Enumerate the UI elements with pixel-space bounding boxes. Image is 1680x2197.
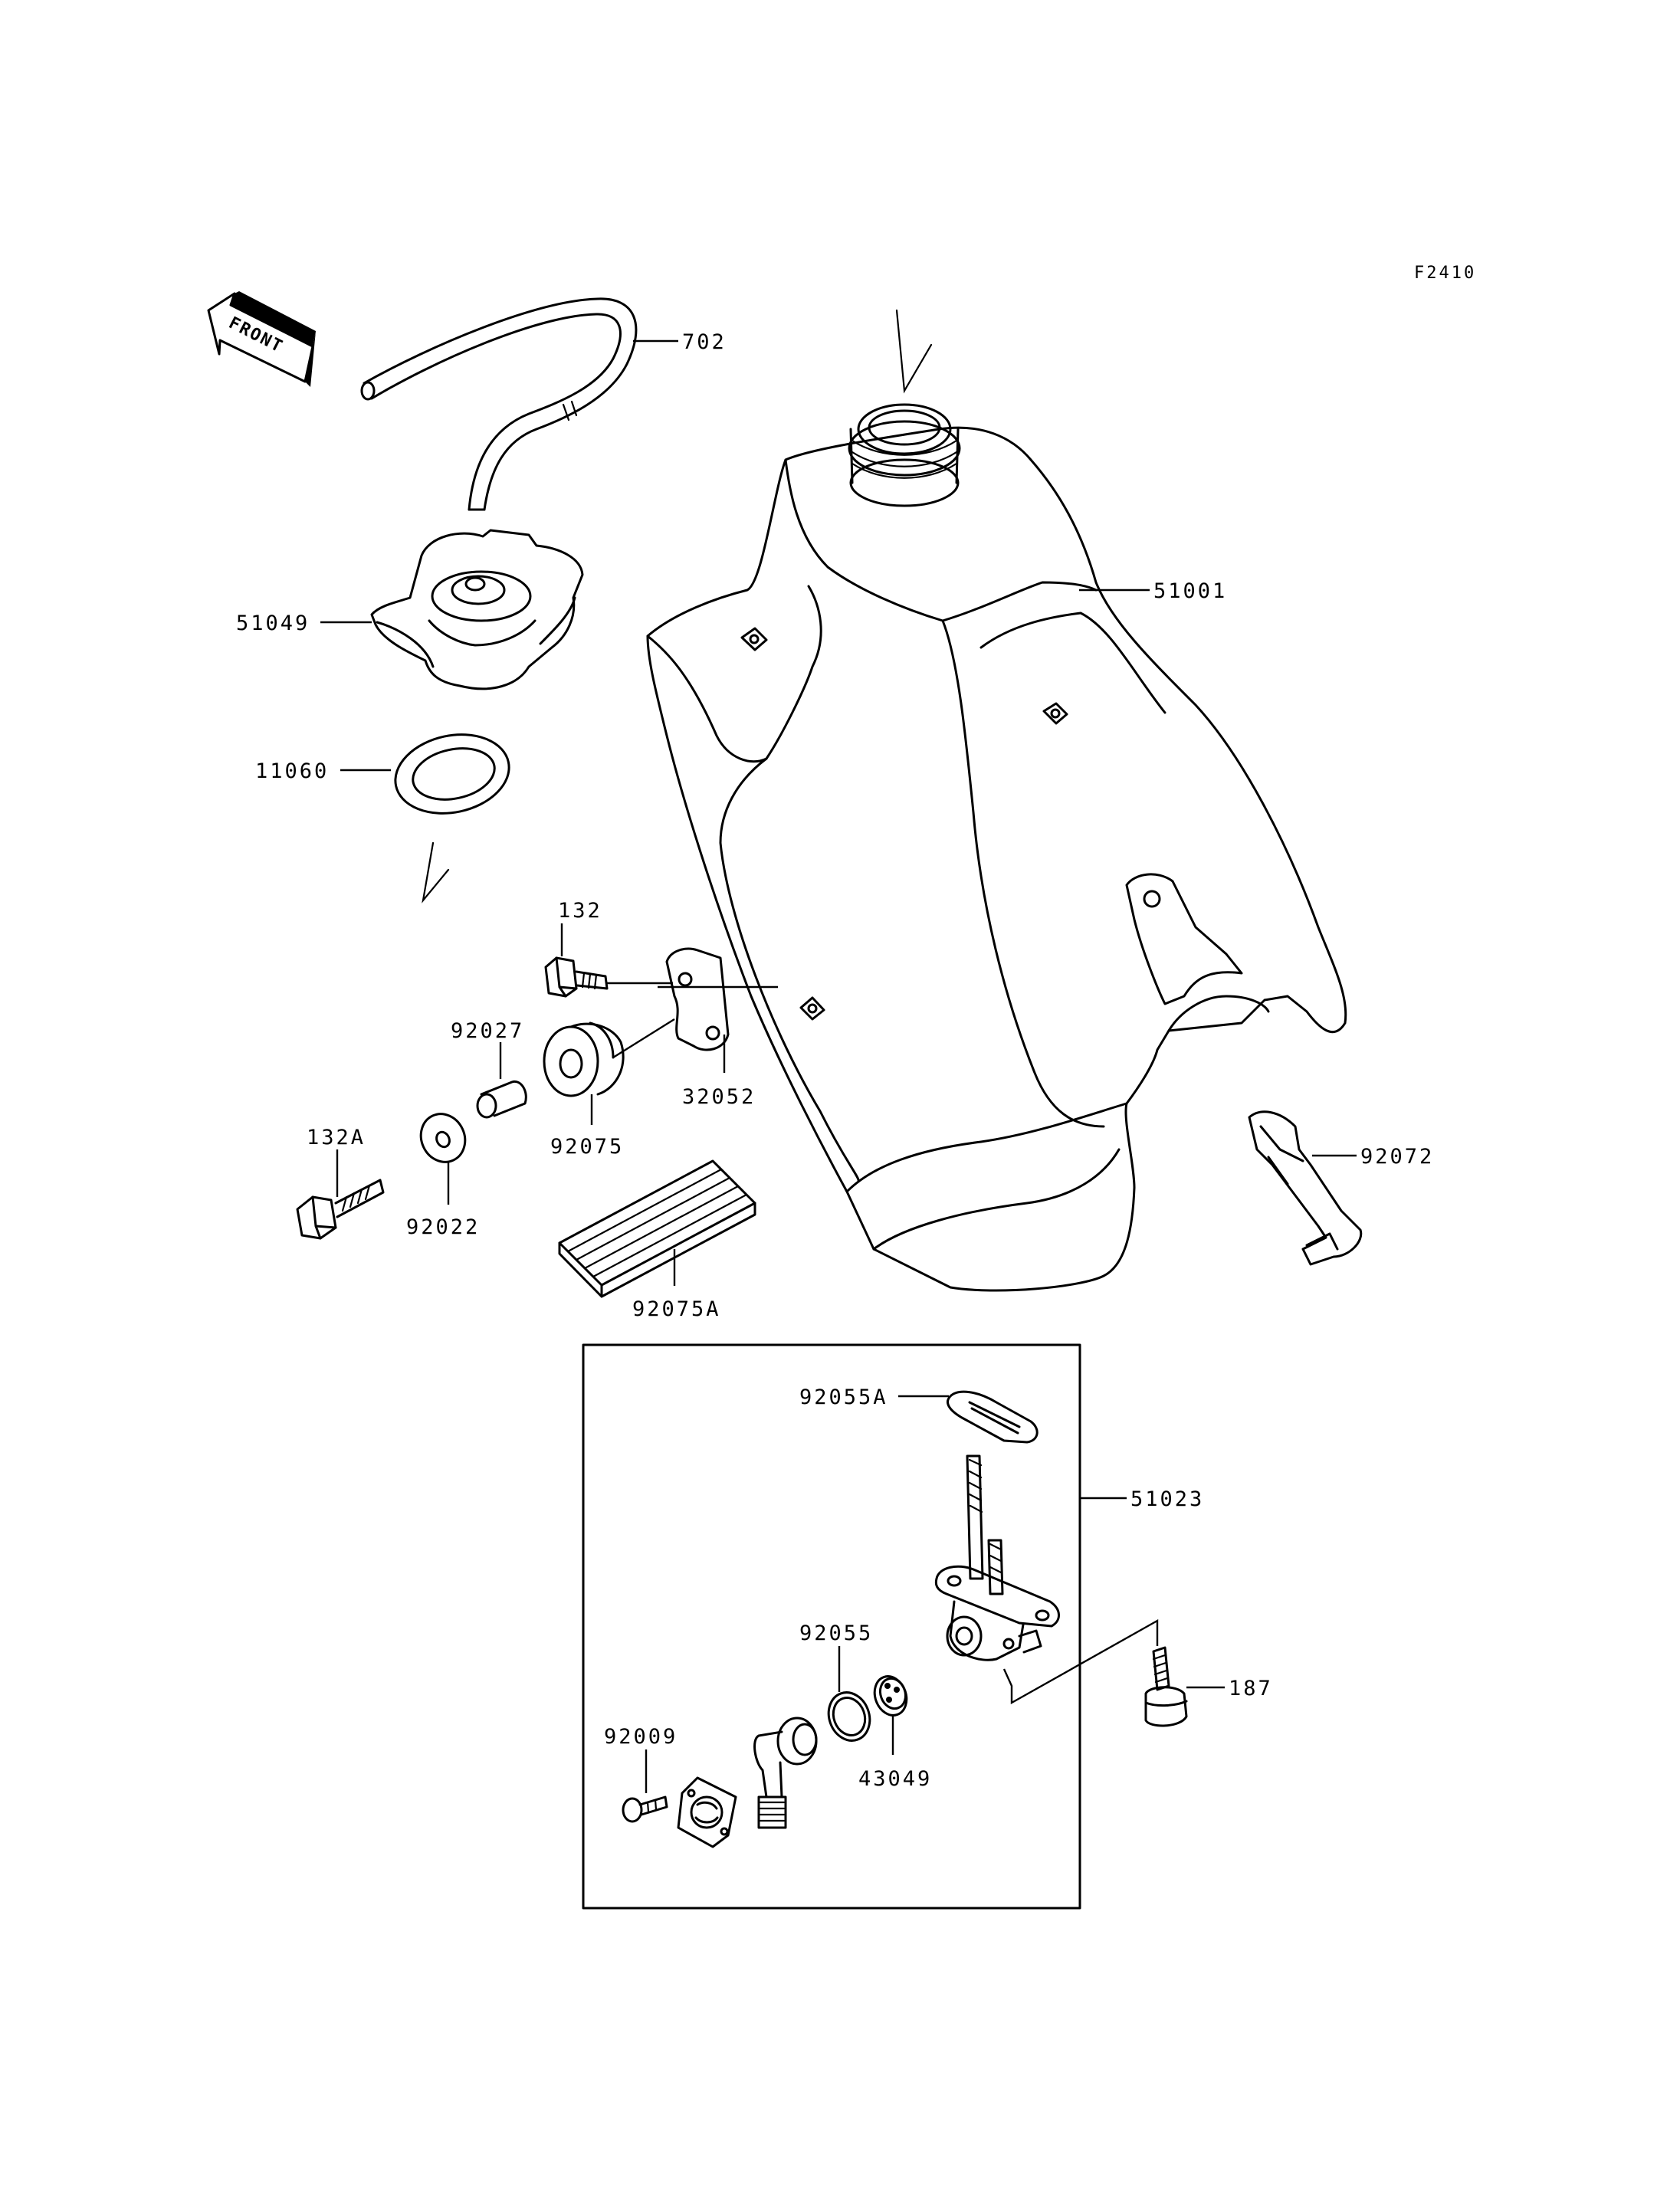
fuel-cock-body <box>934 1454 1060 1661</box>
label-51001: 51001 <box>1153 579 1227 603</box>
bolt-187 <box>1144 1646 1188 1727</box>
label-132A: 132A <box>307 1126 366 1149</box>
gasket-92055A <box>947 1390 1039 1444</box>
label-187: 187 <box>1229 1677 1273 1700</box>
bolt-132 <box>544 956 609 998</box>
label-51023: 51023 <box>1130 1487 1204 1511</box>
lever-plate <box>677 1776 737 1848</box>
screw-92009 <box>622 1795 668 1823</box>
label-92055A: 92055A <box>799 1385 888 1409</box>
label-132: 132 <box>558 899 602 923</box>
label-92022: 92022 <box>406 1215 480 1239</box>
label-43049: 43049 <box>858 1767 932 1791</box>
fuel-cock-lever <box>753 1717 818 1829</box>
label-92009: 92009 <box>604 1725 678 1749</box>
washer-92022 <box>419 1113 467 1163</box>
fuel-tank <box>646 403 1347 1292</box>
front-arrow-icon: FRONT <box>207 291 316 387</box>
strap-92072 <box>1248 1110 1363 1266</box>
cap-gasket <box>394 733 510 815</box>
diagram-code: F2410 <box>1414 264 1476 283</box>
grommet-92075 <box>543 1021 625 1097</box>
label-32052: 32052 <box>682 1085 756 1109</box>
label-92055: 92055 <box>799 1622 873 1645</box>
label-51049: 51049 <box>236 612 310 635</box>
fuel-cock-assembly-box <box>582 1343 1081 1910</box>
label-92027: 92027 <box>451 1019 524 1043</box>
collar-92027 <box>476 1080 527 1119</box>
diaphragm-43049 <box>873 1675 908 1717</box>
breather-hose <box>360 297 638 511</box>
bracket-32052 <box>605 947 778 1073</box>
label-11060: 11060 <box>255 759 329 783</box>
o-ring-92055 <box>827 1691 871 1742</box>
fuel-cap <box>370 529 584 690</box>
bolt-132A <box>296 1179 385 1240</box>
label-92075A: 92075A <box>632 1297 721 1321</box>
label-702: 702 <box>682 330 727 354</box>
label-92072: 92072 <box>1360 1145 1434 1169</box>
rubber-strip-92075A <box>558 1159 756 1298</box>
label-92075: 92075 <box>550 1135 624 1159</box>
